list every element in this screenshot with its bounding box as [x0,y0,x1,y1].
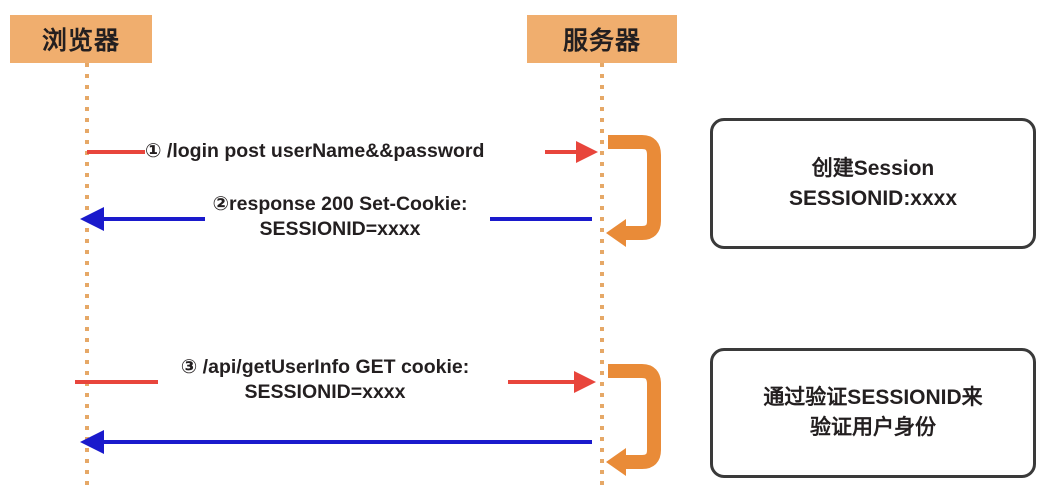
lifeline-browser [85,63,89,487]
self-call-1 [600,133,680,247]
message-2-label-line2: SESSIONID=xxxx [259,218,421,240]
message-1-arrowhead [576,141,598,163]
message-1-line-right [545,150,578,154]
message-3-line-right [508,380,576,384]
participant-server-label: 服务器 [562,27,641,55]
message-1-line-left [87,150,145,154]
lifeline-server [600,63,604,487]
message-2-line-right [490,217,592,221]
participant-server[interactable]: 服务器 [527,15,677,63]
message-4-line [103,440,592,444]
note-create-session: 创建Session SESSIONID:xxxx [710,118,1036,249]
message-2-label-line1: ②response 200 Set-Cookie: [212,193,468,215]
note-verify-session-line2: 验证用户身份 [810,416,936,439]
message-2-line-left [103,217,205,221]
message-2-label: ②response 200 Set-Cookie: SESSIONID=xxxx [185,192,495,242]
message-3-label-line2: SESSIONID=xxxx [244,381,406,403]
note-create-session-line2: SESSIONID:xxxx [788,186,958,210]
message-3-label: ③ /api/getUserInfo GET cookie: SESSIONID… [150,355,500,405]
message-3-label-line1: ③ /api/getUserInfo GET cookie: [180,356,470,378]
message-1-label: ① /login post userName&&password [145,140,485,162]
participant-browser-label: 浏览器 [41,27,120,55]
note-verify-session: 通过验证SESSIONID来 验证用户身份 [710,348,1036,478]
message-2-arrowhead [80,207,104,231]
self-call-2 [600,362,680,476]
participant-browser[interactable]: 浏览器 [10,15,152,63]
note-create-session-line1: 创建Session [811,156,935,180]
message-4-arrowhead [80,430,104,454]
message-3-line-left [75,380,158,384]
note-verify-session-line1: 通过验证SESSIONID来 [763,386,983,409]
message-3-arrowhead [574,371,596,393]
